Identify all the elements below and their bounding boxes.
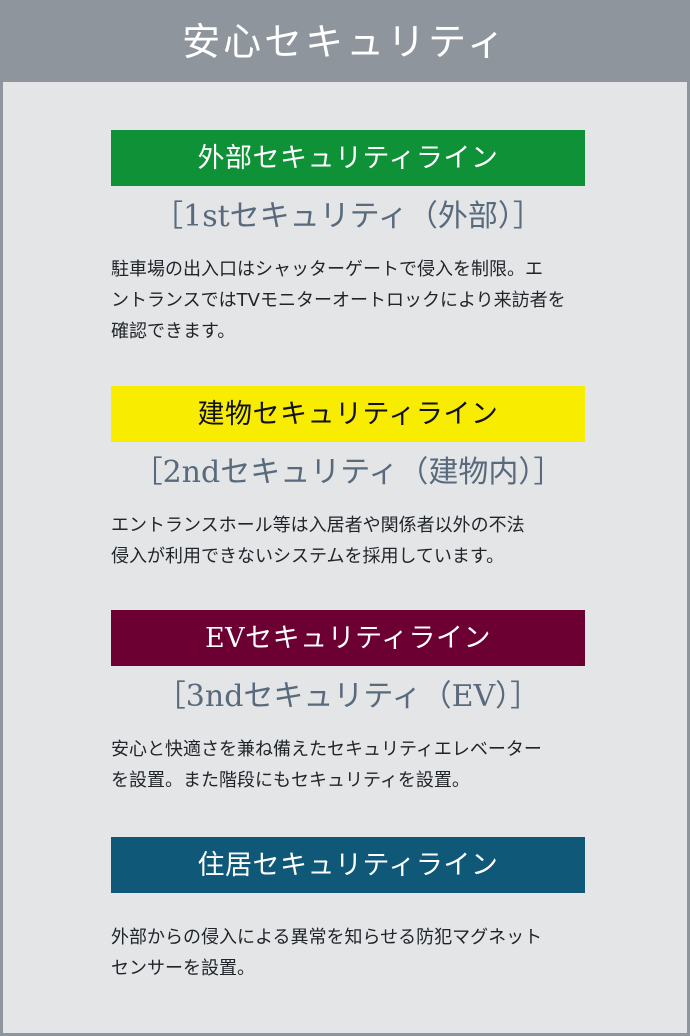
description-line: 確認できます。	[111, 321, 236, 342]
security-section-external: 外部セキュリティライン ［1stセキュリティ（外部）］ 駐車場の出入口はシャッタ…	[111, 130, 585, 347]
description-line: センサーを設置。	[111, 958, 255, 979]
page-header: 安心セキュリティ	[0, 0, 690, 82]
section-description-external: 駐車場の出入口はシャッターゲートで侵入を制限。エ ントランスではTVモニターオー…	[111, 254, 585, 347]
security-section-ev: EVセキュリティライン ［3ndセキュリティ（EV）］ 安心と快適さを兼ね備えた…	[111, 610, 585, 796]
section-banner-ev: EVセキュリティライン	[111, 610, 585, 666]
section-title-external: 外部セキュリティライン	[197, 142, 499, 174]
section-banner-building: 建物セキュリティライン	[111, 386, 585, 442]
section-description-residence: 外部からの侵入による異常を知らせる防犯マグネット センサーを設置。	[111, 922, 585, 984]
section-subtitle-ev: ［3ndセキュリティ（EV）］	[155, 679, 541, 714]
content-panel: 外部セキュリティライン ［1stセキュリティ（外部）］ 駐車場の出入口はシャッタ…	[3, 82, 687, 1033]
section-description-building: エントランスホール等は入居者や関係者以外の不法 侵入が利用できないシステムを採用…	[111, 510, 585, 572]
section-title-building: 建物セキュリティライン	[197, 398, 499, 430]
section-description-ev: 安心と快適さを兼ね備えたセキュリティエレベーター を設置。また階段にもセキュリテ…	[111, 734, 585, 796]
description-line: を設置。また階段にもセキュリティを設置。	[111, 770, 470, 791]
section-subtitle-external: ［1stセキュリティ（外部）］	[153, 199, 543, 234]
description-line: エントランスホール等は入居者や関係者以外の不法	[111, 515, 525, 536]
security-section-building: 建物セキュリティライン ［2ndセキュリティ（建物内）］ エントランスホール等は…	[111, 386, 585, 572]
section-banner-residence: 住居セキュリティライン	[111, 837, 585, 893]
description-line: 駐車場の出入口はシャッターゲートで侵入を制限。エ	[111, 259, 543, 280]
description-line: 外部からの侵入による異常を知らせる防犯マグネット	[111, 927, 543, 948]
section-subtitle-building: ［2ndセキュリティ（建物内）］	[132, 455, 564, 490]
description-line: 侵入が利用できないシステムを採用しています。	[111, 546, 505, 567]
security-section-residence: 住居セキュリティライン 外部からの侵入による異常を知らせる防犯マグネット センサ…	[111, 837, 585, 984]
section-title-ev: EVセキュリティライン	[204, 622, 492, 654]
page-title: 安心セキュリティ	[182, 20, 508, 64]
section-title-residence: 住居セキュリティライン	[197, 849, 499, 881]
description-line: ントランスではTVモニターオートロックにより来訪者を	[111, 290, 566, 311]
description-line: 安心と快適さを兼ね備えたセキュリティエレベーター	[111, 739, 542, 760]
section-banner-external: 外部セキュリティライン	[111, 130, 585, 186]
